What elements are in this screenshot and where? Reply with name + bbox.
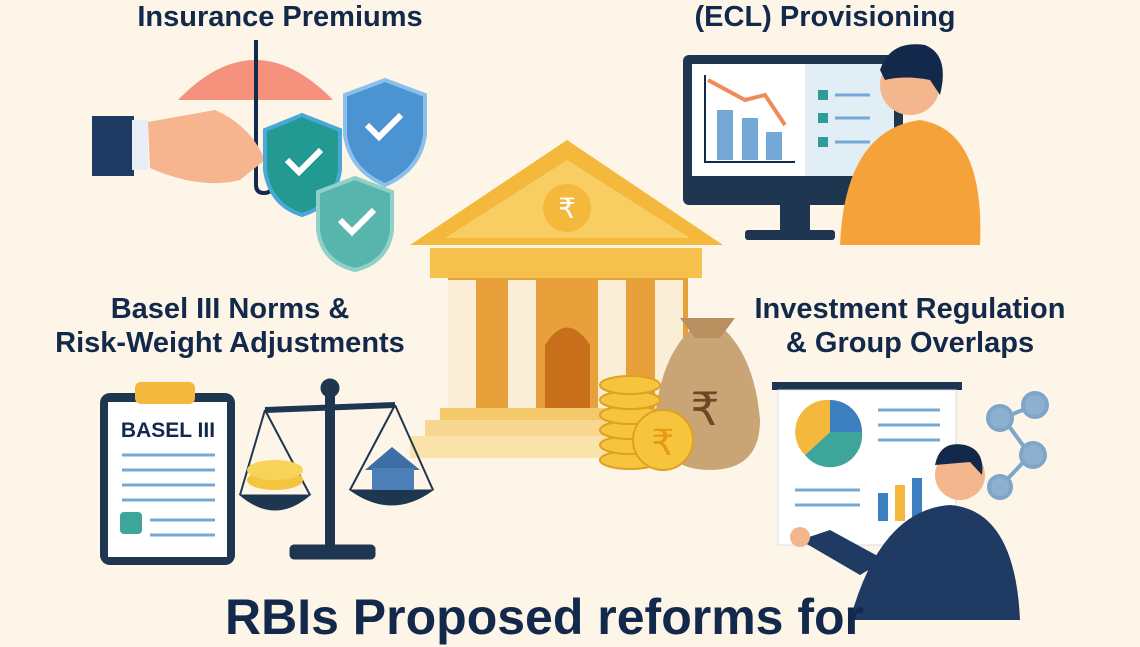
heading-basel-iii: Basel III Norms & Risk-Weight Adjustment… bbox=[30, 292, 430, 360]
presentation-board-icon bbox=[772, 382, 962, 546]
heading-investment-regulation: Investment Regulation & Group Overlaps bbox=[730, 292, 1090, 360]
heading-line: Risk-Weight Adjustments bbox=[55, 327, 405, 360]
network-icon bbox=[986, 391, 1049, 500]
person-icon bbox=[840, 44, 981, 245]
heading-insurance-premiums: Insurance Premiums bbox=[137, 1, 423, 33]
illustration: ₹ ₹ ₹ BASEL III bbox=[92, 40, 1049, 620]
main-title: RBIs Proposed reforms for bbox=[225, 589, 865, 645]
svg-text:₹: ₹ bbox=[690, 382, 719, 436]
clipboard-icon bbox=[100, 382, 235, 565]
monitor-icon bbox=[683, 55, 903, 240]
hand-icon bbox=[92, 110, 265, 184]
rupee-icon: ₹ bbox=[558, 192, 576, 225]
presenter-icon bbox=[790, 444, 1020, 620]
clipboard-label: BASEL III bbox=[121, 419, 215, 442]
heading-line: Investment Regulation bbox=[754, 293, 1066, 325]
coins-icon bbox=[599, 375, 694, 471]
house-icon bbox=[365, 447, 420, 490]
heading-line: & Group Overlaps bbox=[785, 327, 1035, 360]
heading-ecl-provisioning: (ECL) Provisioning bbox=[694, 1, 956, 33]
coins-icon bbox=[247, 460, 303, 490]
svg-text:₹: ₹ bbox=[652, 423, 675, 464]
shield-icon bbox=[263, 77, 427, 273]
heading-line: Basel III Norms & bbox=[110, 293, 350, 325]
